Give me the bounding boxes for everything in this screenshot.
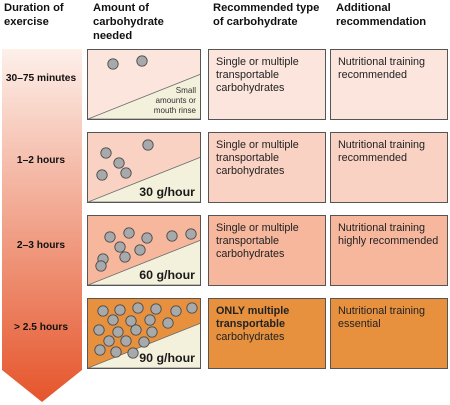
amount-box-row3: 60 g/hour — [87, 215, 201, 286]
carbohydrate-particle — [114, 241, 126, 253]
carbohydrate-particle — [136, 55, 148, 67]
type-box-row4: ONLY multiple transportable carbohydrate… — [208, 298, 326, 369]
carbohydrate-particle — [125, 315, 137, 327]
additional-box-row1: Nutritional training recommended — [330, 49, 448, 120]
amount-box-row4: 90 g/hour — [87, 298, 201, 369]
amount-graphic — [88, 302, 200, 368]
carbohydrate-particle — [94, 344, 106, 356]
carbohydrate-particle — [130, 324, 142, 336]
wedge-shape — [88, 156, 200, 202]
carbohydrate-particle — [144, 314, 156, 326]
additional-box-row3: Nutritional training highly recommended — [330, 215, 448, 286]
carbohydrate-particle — [123, 227, 135, 239]
carbohydrate-particle — [141, 232, 153, 244]
additional-text-row2: Nutritional training recommended — [338, 139, 426, 165]
type-text-row1: Single or multiple transportable carbohy… — [216, 56, 299, 95]
additional-box-row2: Nutritional training recommended — [330, 132, 448, 203]
additional-text-row4: Nutritional training essential — [338, 305, 426, 331]
carbohydrate-particle — [100, 147, 112, 159]
header-type: Recommended type of carbohydrate — [213, 2, 320, 28]
duration-label-row3: 2–3 hours — [16, 240, 66, 251]
additional-box-row4: Nutritional training essential — [330, 298, 448, 369]
carbohydrate-particle — [95, 260, 107, 272]
carbohydrate-particle — [185, 228, 197, 240]
additional-text-row1: Nutritional training recommended — [338, 56, 426, 82]
carbohydrate-particle — [93, 324, 105, 336]
type-box-row3: Single or multiple transportable carbohy… — [208, 215, 326, 286]
duration-arrow — [2, 49, 82, 402]
amount-graphic — [88, 55, 200, 119]
arrow-shape — [2, 49, 82, 402]
header-duration: Duration of exercise — [4, 2, 64, 28]
carbohydrate-particle — [166, 230, 178, 242]
carbohydrate-particle — [104, 231, 116, 243]
carbohydrate-particle — [114, 304, 126, 316]
carbohydrate-particle — [170, 305, 182, 317]
wedge-shape — [88, 73, 200, 119]
type-bold-text-row4: ONLY multiple transportable — [216, 305, 290, 331]
amount-box-row2: 30 g/hour — [87, 132, 201, 203]
amount-box-row1: Small amounts or mouth rinse — [87, 49, 201, 120]
carbohydrate-particle — [138, 336, 150, 348]
carbohydrate-particle — [127, 347, 139, 359]
additional-text-row3: Nutritional training highly recommended — [338, 222, 439, 248]
duration-label-row1: 30–75 minutes — [5, 73, 77, 84]
wedge-shape — [88, 239, 200, 285]
amount-label-row3: 60 g/hour — [139, 268, 195, 282]
carbohydrate-particle — [142, 139, 154, 151]
type-text-row3: Single or multiple transportable carbohy… — [216, 222, 299, 261]
amount-label-small: Small amounts or mouth rinse — [153, 86, 196, 115]
carbohydrate-particle — [107, 58, 119, 70]
type-text-row4: carbohydrates — [216, 331, 285, 344]
carbohydrate-particle — [110, 346, 122, 358]
carbohydrate-particle — [134, 244, 146, 256]
amount-label-row4: 90 g/hour — [139, 351, 195, 365]
amount-label-row2: 30 g/hour — [139, 185, 195, 199]
amount-graphic — [88, 139, 200, 202]
duration-label-row4: > 2.5 hours — [13, 322, 69, 333]
carbohydrate-particle — [120, 167, 132, 179]
carbohydrate-particle — [103, 335, 115, 347]
type-box-row2: Single or multiple transportable carbohy… — [208, 132, 326, 203]
carbohydrate-particle — [186, 302, 198, 314]
carbohydrate-particle — [96, 169, 108, 181]
carbohydrate-particle — [113, 157, 125, 169]
carbohydrate-particle — [146, 326, 158, 338]
type-text-row2: Single or multiple transportable carbohy… — [216, 139, 299, 178]
carbohydrate-particle — [112, 326, 124, 338]
header-additional: Additional recommendation — [336, 2, 427, 28]
duration-label-row2: 1–2 hours — [16, 155, 66, 166]
carbohydrate-particle — [97, 305, 109, 317]
carbohydrate-particle — [120, 335, 132, 347]
carbohydrate-particle — [119, 251, 131, 263]
amount-graphic — [88, 227, 200, 285]
carbohydrate-particle — [162, 317, 174, 329]
carbohydrate-particle — [107, 314, 119, 326]
carbohydrate-particle — [132, 302, 144, 314]
type-box-row1: Single or multiple transportable carbohy… — [208, 49, 326, 120]
header-amount: Amount of carbohydrate needed — [93, 2, 164, 42]
carbohydrate-particle — [150, 303, 162, 315]
